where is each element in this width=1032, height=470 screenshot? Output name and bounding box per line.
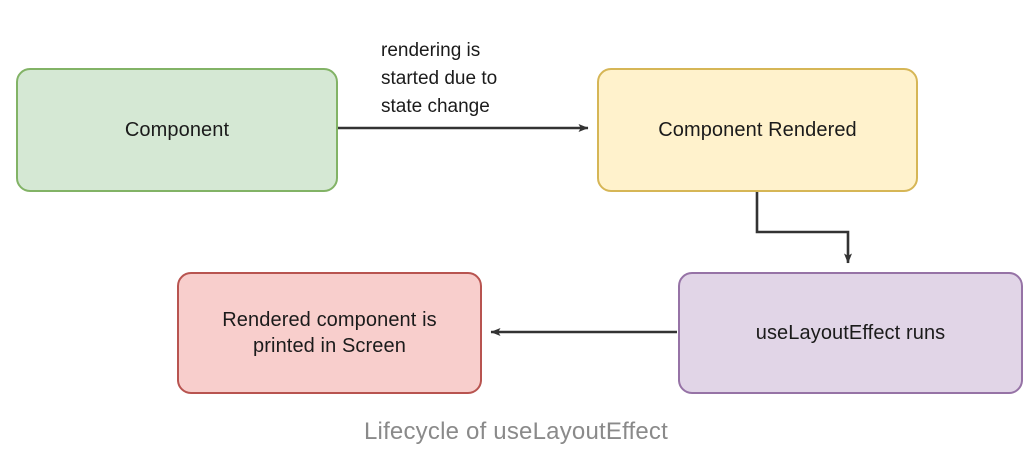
node-component-label: Component [124,118,230,141]
node-uselayouteffect-runs-label: useLayoutEffect runs [755,321,946,344]
node-component[interactable]: Component [16,68,338,192]
node-rendered-in-screen[interactable]: Rendered component is printed in Screen [177,272,482,394]
node-component-rendered-label: Component Rendered [658,118,857,141]
edge-rendered-to-uselayouteffect [755,192,852,264]
node-uselayouteffect-runs[interactable]: useLayoutEffect runs [678,272,1023,394]
node-component-rendered[interactable]: Component Rendered [597,68,918,192]
diagram-caption: Lifecycle of useLayoutEffect [363,418,668,445]
node-rendered-in-screen-label: Rendered component is printed in Screen [222,308,437,357]
edge-label-rendering-started: rendering is started due to state change [381,40,498,117]
